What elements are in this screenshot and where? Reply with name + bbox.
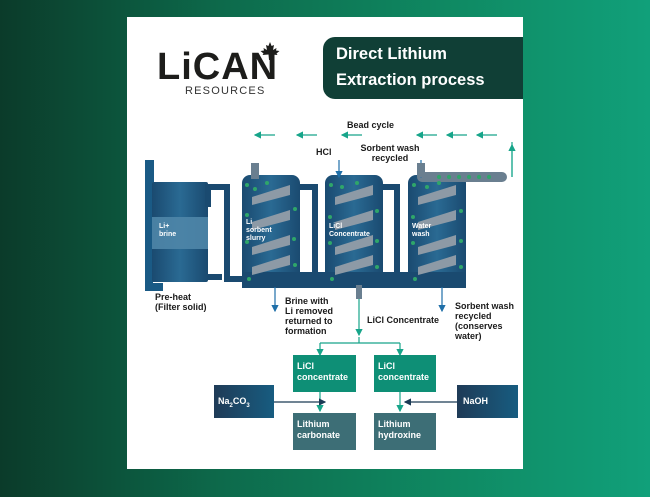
lithium-carbonate-box: Lithium carbonate xyxy=(293,413,356,450)
licl-concentrate-box-left: LiCl concentrate xyxy=(293,355,356,392)
title-box: Direct Lithium Extraction process xyxy=(323,37,523,99)
title-line-2: Extraction process xyxy=(336,71,485,89)
li-sorbent-slurry-label: Li sorbent slurry xyxy=(246,219,272,242)
li-brine-label: Li+ brine xyxy=(159,223,177,238)
process-diagram xyxy=(145,131,516,413)
bead-cycle-arrows xyxy=(253,131,516,177)
hcl-label: HCl xyxy=(316,147,332,157)
pre-heat-label: Pre-heat (Filter solid) xyxy=(155,292,207,312)
water-wash-label: Water wash xyxy=(412,223,432,238)
licl-concentrate-box-right: LiCl concentrate xyxy=(374,355,436,392)
resources-logo-text: RESOURCES xyxy=(185,85,266,97)
na2co3-reagent-box: Na2CO3 xyxy=(214,385,274,418)
lican-logo-text: LiCAN xyxy=(157,46,279,88)
brine-out-label: Brine with Li removed returned to format… xyxy=(285,296,334,336)
sorbent-wash-top-label: Sorbent wash recycled xyxy=(360,143,420,163)
screw-flights xyxy=(252,185,456,275)
sorbent-beads xyxy=(245,175,491,281)
licl-concentrate-tank-label: LiCl Concentrate xyxy=(329,223,370,238)
title-line-1: Direct Lithium xyxy=(336,45,447,63)
bead-cycle-label: Bead cycle xyxy=(347,120,395,130)
maple-leaf-icon xyxy=(260,42,280,60)
licl-concentrate-out-label: LiCl Concentrate xyxy=(367,315,440,325)
lithium-hydroxine-box: Lithium hydroxine xyxy=(374,413,436,450)
naoh-reagent-box: NaOH xyxy=(457,385,518,418)
infographic-card: LiCAN RESOURCES Direct Lithium Extractio… xyxy=(127,17,523,469)
sorbent-wash-bottom-label: Sorbent wash recycled (conserves water) xyxy=(455,301,515,341)
